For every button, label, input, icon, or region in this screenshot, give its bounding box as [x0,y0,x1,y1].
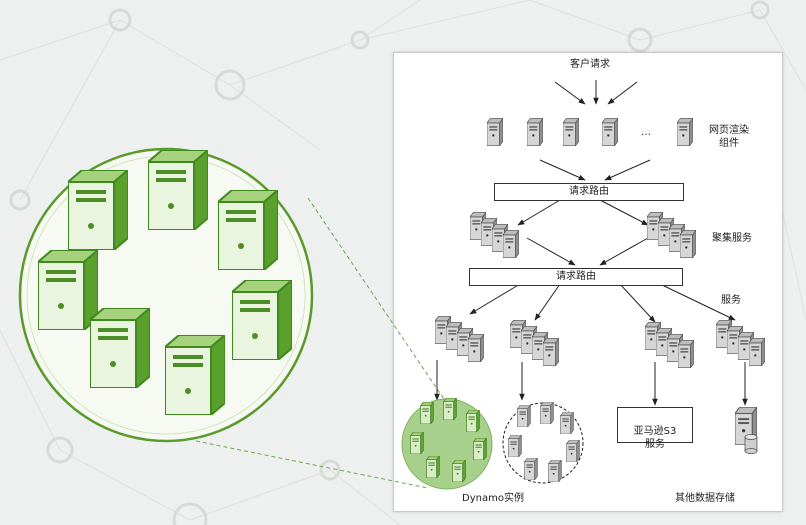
server-icon [426,456,440,478]
server-icon [527,118,543,146]
server-icon [443,398,457,420]
server-icon [680,230,696,258]
other-storage-label: 其他数据存储 [675,493,735,504]
request-routing-label: 请求路由 [569,186,609,197]
server-icon [508,435,522,457]
dynamo-instance-label: Dynamo实例 [462,493,524,504]
server-icon [517,405,531,427]
server-icon [466,410,480,432]
server-icon [749,338,765,366]
s3-service-box: 亚马逊S3 服务 [617,407,693,450]
server-icon [563,118,579,146]
server-icon [410,432,424,454]
request-routing-label: 请求路由 [556,271,596,282]
s3-service-label: 亚马逊S3 服务 [633,426,677,450]
request-routing-box-2: 请求路由 [469,268,683,286]
server-icon [90,308,150,388]
server-icon [560,412,574,434]
server-icon [548,460,562,482]
database-cylinder-icon [744,434,758,454]
aggregation-service-label: 聚集服务 [712,233,752,244]
server-icon [38,250,98,330]
server-icon [566,440,580,462]
server-icon [503,230,519,258]
server-icon [487,118,503,146]
server-icon [218,190,278,270]
ellipsis-label: … [641,127,651,138]
zoom-connector-top [307,197,451,409]
server-icon [468,334,484,362]
server-icon [420,402,434,424]
server-icon [543,338,559,366]
page-render-label: 网页渲染 组件 [709,125,749,149]
server-icon [677,118,693,146]
server-icon [473,438,487,460]
server-icon [232,280,292,360]
zoom-connector-bottom [195,440,429,489]
client-request-label: 客户请求 [570,59,610,70]
server-icon [678,340,694,368]
request-routing-box-1: 请求路由 [494,183,684,201]
server-icon [524,458,538,480]
server-icon [602,118,618,146]
server-icon [148,150,208,230]
server-icon [68,170,128,250]
server-icon [452,460,466,482]
services-label: 服务 [721,295,741,306]
server-icon [165,335,225,415]
server-icon [540,402,554,424]
